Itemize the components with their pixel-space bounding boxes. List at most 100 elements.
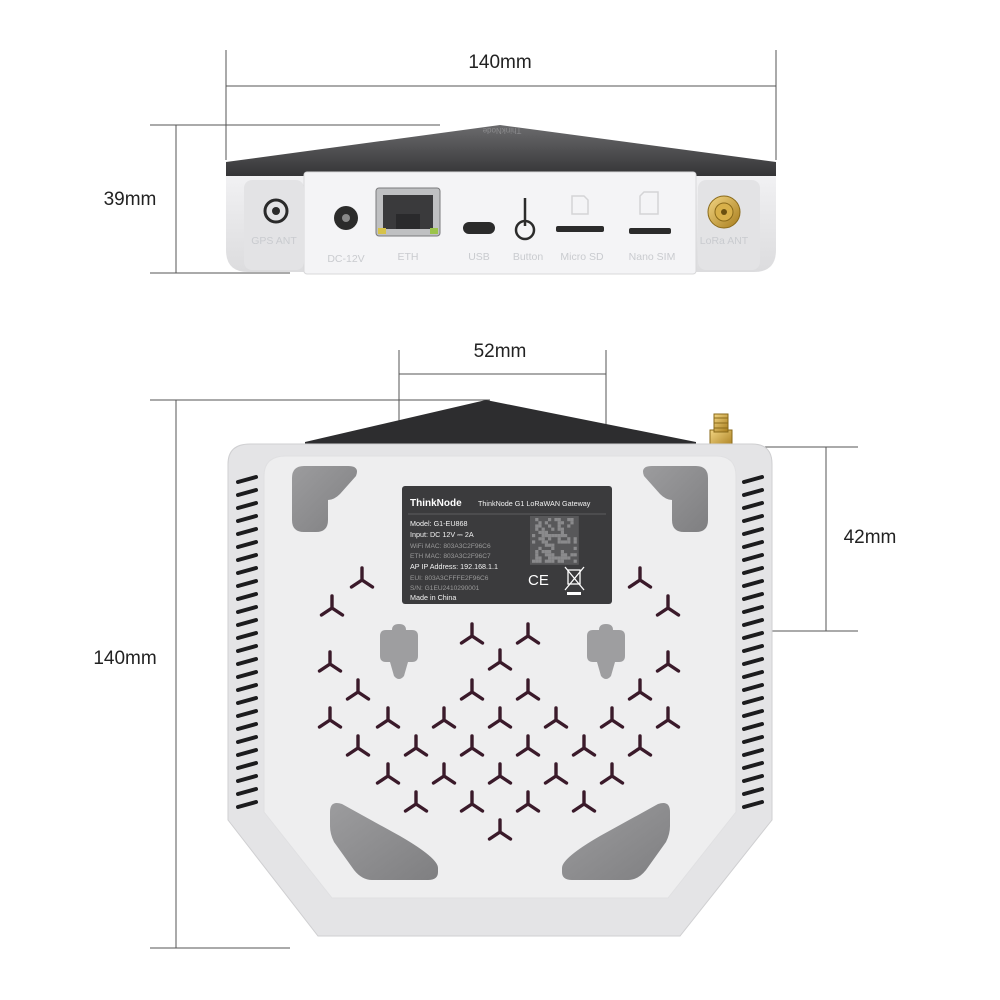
qr-module [548,556,552,560]
qr-module [557,556,561,560]
qr-module [551,534,555,538]
vent-slot [236,670,258,679]
vent-slot [742,488,764,497]
qr-module [544,530,548,534]
width-dimension-label: 140mm [468,52,531,73]
vent-slot [236,631,258,640]
qr-module [560,530,564,534]
micro-sd-slot-icon [556,226,604,232]
label-brand: ThinkNode [410,498,462,509]
qr-module [535,527,539,531]
qr-module [564,534,568,538]
qr-module [567,524,571,528]
width-dimension-top: 140mm [225,50,777,160]
qr-module [560,527,564,531]
qr-module [573,540,577,544]
vent-slot [742,761,764,770]
device-lid-edge [305,400,696,456]
left-side-vents [236,475,258,809]
label-wifi-mac: WiFi MAC: 803A3C2F96C6 [410,543,491,550]
qr-module [554,556,558,560]
qr-module [551,559,555,563]
vent-slot [742,618,764,627]
vent-slot [742,735,764,744]
vent-slot [236,657,258,666]
vent-slot [742,514,764,523]
qr-module [557,518,561,522]
foot-pad-bottom-right [562,803,670,880]
qr-code-icon [530,516,579,565]
qr-module [567,540,571,544]
qr-module [535,550,539,554]
port-label-micro-sd: Micro SD [560,251,604,263]
qr-module [573,546,577,550]
qr-module [548,537,552,541]
port-label-button: Button [513,251,544,263]
qr-module [535,556,539,560]
dc-jack-pin-icon [342,214,350,222]
qr-module [541,530,545,534]
vent-slot [742,774,764,783]
label-origin: Made in China [410,593,456,602]
vent-slot [236,748,258,757]
vent-slot [236,683,258,692]
qr-module [573,537,577,541]
qr-module [554,534,558,538]
qr-module [564,556,568,560]
front-view: 140mm 39mm ThinkNode [104,50,777,275]
foot-pad-top-right [643,466,708,532]
vent-slot [742,592,764,601]
ce-mark-icon: CE [528,572,549,589]
vent-slot [236,592,258,601]
vent-slot [236,696,258,705]
port-label-eth: ETH [398,251,419,263]
top-brand-text: ThinkNode [482,126,521,135]
qr-module [548,559,552,563]
qr-module [570,553,574,557]
qr-module [551,543,555,547]
port-label-lora-ant: LoRa ANT [700,235,749,247]
qr-module [557,534,561,538]
qr-module [535,553,539,557]
vent-slot [236,709,258,718]
port-label-nano-sim: Nano SIM [629,251,676,263]
vent-slot [742,475,764,484]
qr-module [557,559,561,563]
vent-slot [236,475,258,484]
qr-module [532,559,536,563]
vent-slot [742,540,764,549]
qr-module [544,540,548,544]
vent-slot [742,800,764,809]
vent-slot [236,540,258,549]
qr-module [548,550,552,554]
vent-slot [742,670,764,679]
qr-module [538,556,542,560]
qr-module [551,527,555,531]
height-dimension-label: 39mm [104,189,157,210]
qr-module [557,537,561,541]
product-label: ThinkNode ThinkNode G1 LoRaWAN Gateway M… [402,486,612,604]
qr-module [557,524,561,528]
qr-module [560,550,564,554]
vent-slot [742,787,764,796]
usb-c-port-icon [463,222,495,234]
port-label-usb: USB [468,251,490,263]
device-top-lid [226,125,776,176]
qr-module [560,553,564,557]
label-input: Input: DC 12V ⎓ 2A [410,530,474,539]
vent-slot [742,566,764,575]
qr-module [548,543,552,547]
keyhole-mount-left [380,624,418,679]
qr-module [538,521,542,525]
qr-module [570,521,574,525]
qr-module [551,556,555,560]
gps-antenna-core-icon [272,207,280,215]
vent-slot [236,527,258,536]
vent-slot [236,644,258,653]
qr-module [544,521,548,525]
label-model: Model: G1-EU868 [410,519,468,528]
label-sn: S/N: G1EU2410290001 [410,585,480,592]
qr-module [567,537,571,541]
vent-slot [742,657,764,666]
